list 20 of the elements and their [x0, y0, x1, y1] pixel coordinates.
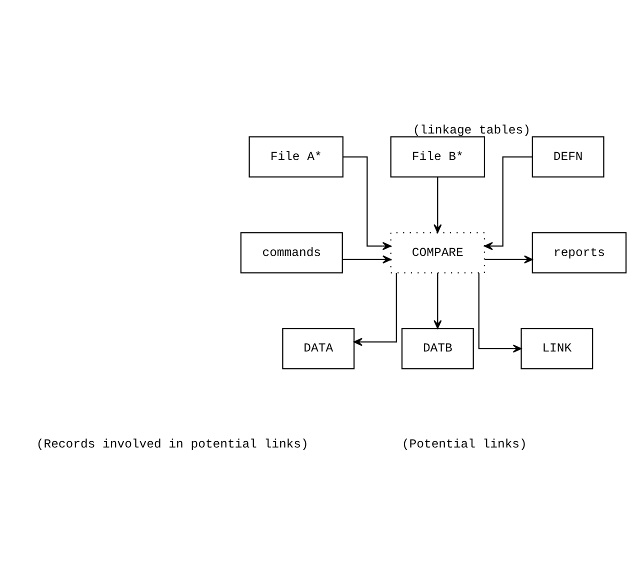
arrow — [478, 273, 522, 353]
node-box: File B* — [390, 136, 486, 178]
arrow — [354, 273, 397, 346]
node-box: commands — [240, 232, 343, 274]
node-box: COMPARE — [390, 232, 486, 274]
arrow — [342, 255, 392, 264]
node-box: DEFN — [532, 136, 604, 178]
node-box: reports — [532, 232, 627, 274]
arrow — [343, 156, 392, 250]
label: (Records involved in potential links) — [36, 438, 308, 452]
node-box: DATB — [401, 328, 474, 370]
arrow — [434, 177, 442, 234]
arrow — [434, 273, 442, 329]
arrow — [484, 156, 532, 250]
node-box: File A* — [248, 136, 344, 178]
node-box: DATA — [282, 328, 355, 370]
node-label: (linkage tables) — [412, 123, 530, 138]
arrow — [484, 255, 533, 264]
label: (Potential links) — [402, 438, 527, 452]
node-box: LINK — [520, 328, 594, 370]
